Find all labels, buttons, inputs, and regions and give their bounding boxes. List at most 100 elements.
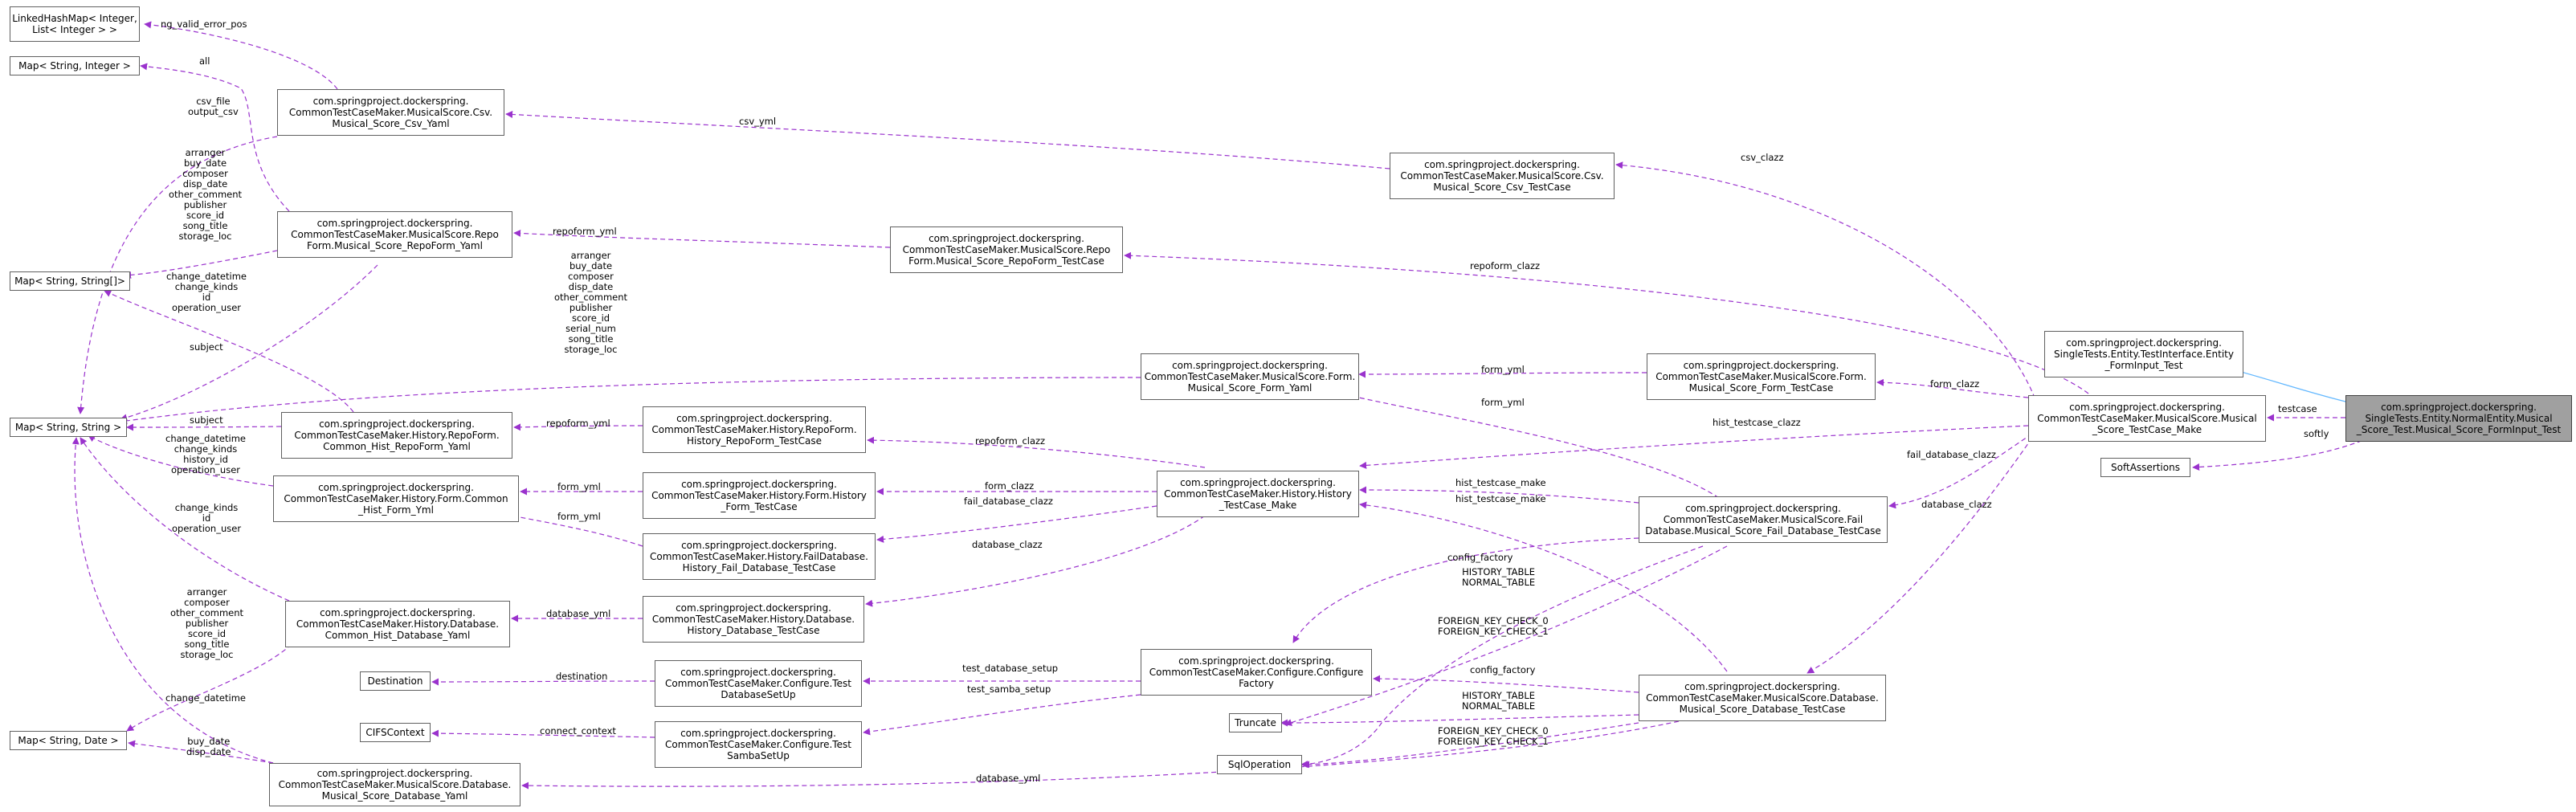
edge-label-fk-check-a: FOREIGN_KEY_CHECK_0 FOREIGN_KEY_CHECK_1 (1438, 616, 1549, 637)
edge-label-line: operation_user (170, 464, 241, 475)
node-csv-yaml[interactable]: com.springproject.dockerspring. CommonTe… (277, 89, 504, 136)
edge-label-line: buy_date (569, 260, 613, 271)
node-line: Map< String, String[]> (14, 275, 125, 287)
edge-label-line: NORMAL_TABLE (1462, 700, 1536, 712)
edge-ms-db-testcase-to-truncate (1280, 714, 1639, 727)
edge-label-form-yml-h2: form_yml (557, 512, 601, 522)
node-hist-database-testcase[interactable]: com.springproject.dockerspring. CommonTe… (643, 596, 864, 643)
node-history-testcase-make[interactable]: com.springproject.dockerspring. CommonTe… (1157, 471, 1359, 517)
node-line: CommonTestCaseMaker.MusicalScore.Csv. (288, 107, 493, 118)
edge-label-line: publisher (185, 618, 229, 629)
edge-label-line: all (199, 55, 210, 67)
node-samba-setup[interactable]: com.springproject.dockerspring. CommonTe… (655, 721, 862, 768)
node-line: SingleTests.Entity.NormalEntity.Musical (2365, 413, 2553, 424)
node-repoform-testcase[interactable]: com.springproject.dockerspring. CommonTe… (890, 226, 1123, 273)
node-line: Map< String, Date > (18, 735, 119, 746)
edge-label-line: id (202, 292, 211, 303)
node-repoform-yaml[interactable]: com.springproject.dockerspring. CommonTe… (277, 211, 512, 258)
edge-ms-db-testcase-to-history-make (1359, 501, 1728, 672)
edge-label-line: HISTORY_TABLE (1462, 690, 1536, 701)
edge-db-setup-to-destination (431, 678, 655, 686)
edge-label-line: change_kinds (174, 281, 239, 292)
node-cifscontext[interactable]: CIFSContext (360, 723, 431, 742)
node-testinterface[interactable]: com.springproject.dockerspring. SingleTe… (2044, 331, 2243, 377)
node-ms-database-yaml[interactable]: com.springproject.dockerspring. CommonTe… (269, 763, 521, 806)
node-configure-factory[interactable]: com.springproject.dockerspring. CommonTe… (1141, 649, 1372, 696)
edge-label-line: form_yml (557, 511, 601, 522)
node-line: _Hist_Form_Yml (358, 504, 434, 516)
node-sqloperation[interactable]: SqlOperation (1217, 755, 1302, 774)
node-form-yaml[interactable]: com.springproject.dockerspring. CommonTe… (1141, 353, 1359, 400)
edge-label-line: fail_database_clazz (1907, 449, 1996, 460)
node-db-setup[interactable]: com.springproject.dockerspring. CommonTe… (655, 660, 862, 707)
node-line: com.springproject.dockerspring. (316, 218, 473, 229)
edge-label-testcase: testcase (2278, 404, 2317, 414)
edge-label-line: change_datetime (165, 692, 246, 704)
edge-label-form-clazz-h: form_clazz (985, 481, 1034, 492)
edge-label-line: destination (556, 671, 608, 682)
node-line: com.springproject.dockerspring. (320, 607, 476, 618)
node-line: com.springproject.dockerspring. (1684, 681, 1840, 692)
node-main-formInput-test[interactable]: com.springproject.dockerspring. SingleTe… (2345, 395, 2572, 442)
edge-label-csv-file: csv_file output_csv (188, 96, 239, 117)
edge-repoform-yaml-to-map-string-string (120, 264, 378, 422)
edge-fail-db-testcase-to-configure-factory (1292, 537, 1639, 643)
node-destination[interactable]: Destination (360, 671, 431, 691)
edge-label-line: id (202, 512, 211, 524)
node-hist-faildb-testcase[interactable]: com.springproject.dockerspring. CommonTe… (643, 533, 876, 580)
node-hist-repoform-testcase[interactable]: com.springproject.dockerspring. CommonTe… (643, 406, 866, 453)
edge-label-line: change_kinds (174, 502, 239, 513)
edge-hist-repoform-yaml-to-map-string-stringarr (104, 290, 354, 413)
edge-label-line: repoform_yml (546, 418, 610, 429)
edge-label-line: history_id (183, 454, 228, 465)
edge-label-line: composer (182, 168, 228, 179)
node-map-string-stringarr[interactable]: Map< String, String[]> (10, 271, 130, 291)
edge-ms-database-yaml-to-map-string-string (71, 437, 274, 764)
node-fail-db-testcase[interactable]: com.springproject.dockerspring. CommonTe… (1639, 496, 1888, 543)
node-line: CommonTestCaseMaker.History.RepoForm. (294, 430, 500, 441)
node-line: com.springproject.dockerspring. (929, 233, 1084, 244)
edge-label-line: softly (2304, 428, 2329, 439)
node-hist-database-yaml[interactable]: com.springproject.dockerspring. CommonTe… (285, 601, 510, 647)
node-line: com.springproject.dockerspring. (318, 482, 474, 493)
node-hist-repoform-yaml[interactable]: com.springproject.dockerspring. CommonTe… (281, 412, 512, 459)
node-line: Destination (367, 675, 423, 687)
node-line: Map< String, Integer > (18, 60, 131, 71)
node-line: History_RepoForm_TestCase (686, 435, 823, 447)
node-linkedhashmap[interactable]: LinkedHashMap< Integer, List< Integer > … (10, 6, 140, 42)
node-line: com.springproject.dockerspring. (1180, 477, 1336, 488)
edge-label-line: csv_file (196, 96, 231, 107)
node-hist-form-yml[interactable]: com.springproject.dockerspring. CommonTe… (273, 475, 519, 522)
edge-label-line: publisher (569, 302, 613, 313)
edge-label-fk-check-b: FOREIGN_KEY_CHECK_0 FOREIGN_KEY_CHECK_1 (1438, 726, 1549, 747)
node-line: CommonTestCaseMaker.MusicalScore.Repo (291, 229, 499, 240)
node-line: _Score_TestCase_Make (2092, 424, 2202, 435)
node-testcase-make[interactable]: com.springproject.dockerspring. CommonTe… (2028, 395, 2266, 442)
node-form-testcase[interactable]: com.springproject.dockerspring. CommonTe… (1647, 353, 1876, 400)
edge-ms-database-yaml-to-map-string-date (128, 740, 274, 764)
node-map-string-date[interactable]: Map< String, Date > (10, 731, 127, 750)
node-ms-db-testcase[interactable]: com.springproject.dockerspring. CommonTe… (1639, 675, 1886, 721)
node-hist-form-testcase[interactable]: com.springproject.dockerspring. CommonTe… (643, 472, 876, 519)
edge-testcase-make-to-form-testcase (1876, 378, 2029, 398)
edge-hist-repoform-yaml-to-map-string-string (126, 423, 282, 431)
edge-label-line: database_clazz (972, 539, 1043, 550)
node-truncate[interactable]: Truncate (1229, 713, 1282, 732)
edge-label-line: test_samba_setup (967, 683, 1051, 695)
node-line: CommonTestCaseMaker.History.Database. (651, 614, 855, 625)
edge-label-hist-normal-b: HISTORY_TABLE NORMAL_TABLE (1462, 691, 1535, 712)
edge-history-make-to-hist-repoform-testcase (867, 436, 1206, 468)
edge-label-line: serial_num (565, 323, 616, 334)
node-csv-testcase[interactable]: com.springproject.dockerspring. CommonTe… (1390, 153, 1615, 199)
edge-label-line: hist_testcase_clazz (1713, 417, 1801, 428)
node-line: Truncate (1235, 717, 1276, 728)
node-map-string-integer[interactable]: Map< String, Integer > (10, 56, 140, 75)
node-softassertions[interactable]: SoftAssertions (2100, 458, 2190, 477)
node-map-string-string[interactable]: Map< String, String > (10, 418, 127, 437)
edge-label-line: other_comment (554, 292, 628, 303)
edge-label-hist-testcase-make-a: hist_testcase_make (1455, 478, 1546, 488)
edge-label-form-yml-ms: form_yml (1481, 365, 1525, 375)
node-line: Form.Musical_Score_RepoForm_Yaml (307, 240, 483, 251)
